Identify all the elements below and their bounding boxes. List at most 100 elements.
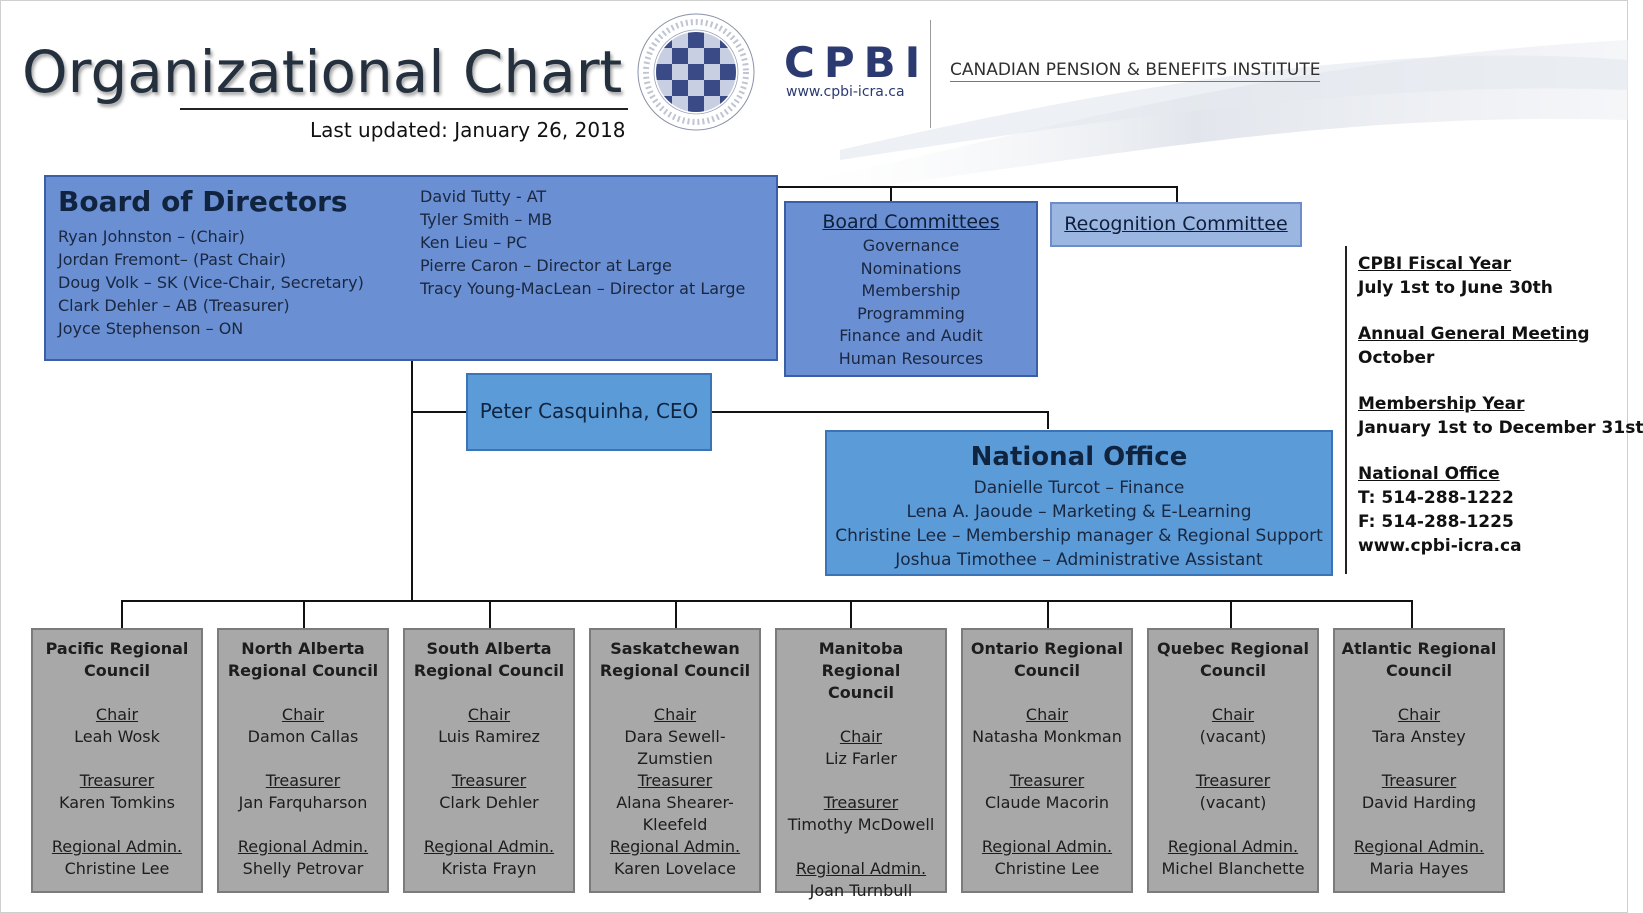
- chair-name: Natasha Monkman: [972, 727, 1122, 746]
- brand-divider: [930, 20, 931, 128]
- committee-item: Programming: [857, 303, 965, 323]
- chair-name: Damon Callas: [247, 727, 359, 746]
- chair-label: Chair: [653, 705, 697, 724]
- regional-admin-label: Regional Admin.: [237, 837, 369, 856]
- regional-admin-label: Regional Admin.: [1353, 837, 1485, 856]
- staff-member: Christine Lee – Membership manager & Reg…: [835, 526, 1323, 546]
- treasurer-name: Karen Tomkins: [59, 793, 175, 812]
- committees-title: Board Committees: [822, 211, 1000, 233]
- regional-admin-name: Maria Hayes: [1369, 859, 1469, 878]
- staff-member: Lena A. Jaoude – Marketing & E-Learning: [906, 502, 1252, 522]
- last-updated: Last updated: January 26, 2018: [310, 118, 626, 142]
- chair-label: Chair: [281, 705, 325, 724]
- treasurer-name: Jan Farquharson: [238, 793, 368, 812]
- regional-admin-label: Regional Admin.: [609, 837, 741, 856]
- regional-admin-name: Shelly Petrovar: [242, 859, 364, 878]
- staff-member: Joshua Timothee – Administrative Assista…: [895, 550, 1263, 570]
- chair-label: Chair: [95, 705, 139, 724]
- connector-office-drop: [1047, 411, 1049, 429]
- membership-year-value: January 1st to December 31st: [1358, 418, 1643, 438]
- chair-name: Liz Farler: [825, 749, 897, 768]
- connector-councils-bus: [121, 600, 1413, 602]
- national-office-title: National Office: [970, 442, 1188, 472]
- agm-label: Annual General Meeting: [1358, 324, 1590, 344]
- board-member: Tyler Smith – MB: [420, 210, 553, 229]
- council-name: Quebec Regional: [1157, 639, 1309, 658]
- board-member: Jordan Fremont– (Past Chair): [58, 250, 287, 269]
- council-name: Saskatchewan: [610, 639, 740, 658]
- council-name: North Alberta: [241, 639, 365, 658]
- regional-admin-label: Regional Admin.: [795, 859, 927, 878]
- board-of-directors-box: Board of Directors Ryan Johnston – (Chai…: [44, 175, 778, 361]
- treasurer-name: (vacant): [1199, 793, 1267, 812]
- connector-council-drop: [850, 600, 852, 628]
- board-members-right: David Tutty - AT Tyler Smith – MB Ken Li…: [420, 185, 745, 300]
- connector-council-drop: [1411, 600, 1413, 628]
- ceo-name: Peter Casquinha, CEO: [479, 399, 699, 423]
- chair-name: Luis Ramirez: [438, 727, 540, 746]
- treasurer-name: Claude Macorin: [984, 793, 1109, 812]
- info-divider: [1345, 246, 1347, 574]
- chair-label: Chair: [467, 705, 511, 724]
- treasurer-label: Treasurer: [1009, 771, 1085, 790]
- board-member: Ken Lieu – PC: [420, 233, 528, 252]
- council-name: South Alberta: [426, 639, 552, 658]
- fiscal-year-label: CPBI Fiscal Year: [1358, 254, 1512, 274]
- committee-item: Nominations: [860, 258, 962, 278]
- chair-label: Chair: [1397, 705, 1441, 724]
- council-name: Manitoba Regional: [818, 639, 904, 680]
- treasurer-name: Timothy McDowell: [787, 815, 935, 834]
- board-member: Ryan Johnston – (Chair): [58, 227, 245, 246]
- chair-name: Tara Anstey: [1372, 727, 1466, 746]
- board-committees-box: Board Committees Governance Nominations …: [784, 201, 1038, 377]
- regional-admin-name: Krista Frayn: [441, 859, 537, 878]
- treasurer-name: Alana Shearer-: [616, 793, 734, 812]
- chair-label: Chair: [839, 727, 883, 746]
- connector-trunk-ceo: [411, 411, 467, 413]
- recognition-title: Recognition Committee: [1064, 213, 1288, 235]
- board-title: Board of Directors: [58, 185, 348, 218]
- regional-admin-label: Regional Admin.: [1167, 837, 1299, 856]
- committee-item: Finance and Audit: [839, 326, 983, 345]
- council-name: Regional Council: [599, 661, 751, 680]
- page-title: Organizational Chart: [22, 38, 623, 106]
- board-member: Doug Volk – SK (Vice-Chair, Secretary): [58, 273, 364, 292]
- regional-admin-name: Michel Blanchette: [1161, 859, 1305, 878]
- treasurer-label: Treasurer: [823, 793, 899, 812]
- ceo-box: Peter Casquinha, CEO: [466, 373, 712, 451]
- committee-item: Membership: [861, 281, 961, 300]
- brand-url[interactable]: www.cpbi-icra.ca: [786, 84, 905, 100]
- cpbi-seal-icon: [637, 13, 755, 131]
- office-phone: T: 514-288-1222: [1358, 488, 1514, 508]
- chair-label: Chair: [1211, 705, 1255, 724]
- connector-board-top: [776, 186, 1178, 188]
- council-name: Council: [1014, 661, 1080, 680]
- board-member: Clark Dehler – AB (Treasurer): [58, 296, 290, 315]
- connector-board-trunk: [411, 360, 413, 602]
- national-office-contact-label: National Office: [1358, 464, 1500, 484]
- regional-admin-label: Regional Admin.: [423, 837, 555, 856]
- office-fax: F: 514-288-1225: [1358, 512, 1514, 532]
- recognition-committee-box: Recognition Committee: [1050, 202, 1302, 247]
- treasurer-name: David Harding: [1361, 793, 1477, 812]
- committee-item: Governance: [862, 236, 960, 255]
- council-name: Council: [84, 661, 150, 680]
- council-name: Council: [828, 683, 894, 702]
- regional-admin-name: Christine Lee: [64, 859, 170, 878]
- office-url[interactable]: www.cpbi-icra.ca: [1358, 536, 1522, 556]
- title-underline: [180, 108, 628, 110]
- staff-member: Danielle Turcot – Finance: [973, 478, 1185, 498]
- national-office-box: National Office Danielle Turcot – Financ…: [825, 430, 1333, 576]
- board-members-left: Ryan Johnston – (Chair) Jordan Fremont– …: [58, 225, 364, 340]
- regional-admin-label: Regional Admin.: [51, 837, 183, 856]
- membership-year-label: Membership Year: [1358, 394, 1525, 414]
- council-name: Regional Council: [413, 661, 565, 680]
- connector-council-drop: [121, 600, 123, 628]
- committee-item: Human Resources: [838, 348, 984, 368]
- treasurer-label: Treasurer: [1195, 771, 1271, 790]
